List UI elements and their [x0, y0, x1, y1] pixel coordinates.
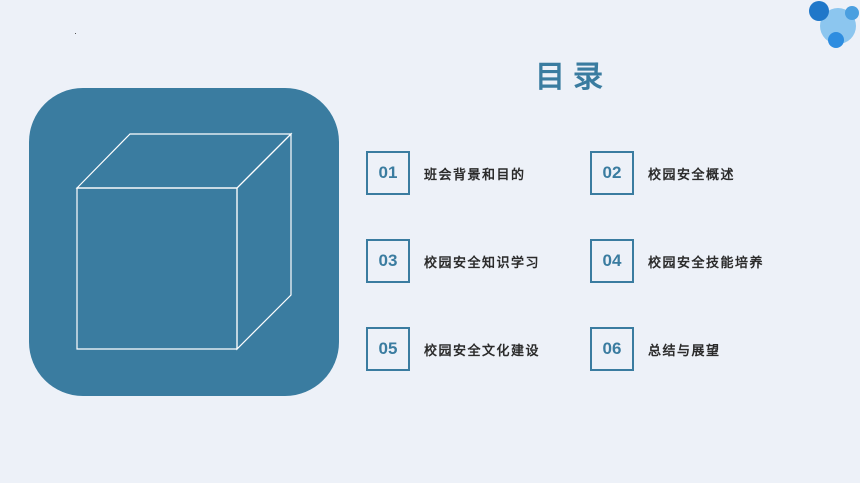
toc-number-box: 02 [590, 151, 634, 195]
toc-item-label: 总结与展望 [648, 343, 721, 359]
toc-item-04[interactable]: 04 校园安全技能培养 [590, 238, 764, 284]
toc-item-label: 校园安全技能培养 [648, 255, 765, 271]
bubble-dark [809, 1, 829, 21]
toc-item-06[interactable]: 06 总结与展望 [590, 326, 721, 372]
toc-number-box: 06 [590, 327, 634, 371]
bubbles-decoration-icon [800, 0, 860, 60]
cube-outline-icon [75, 132, 293, 351]
toc-item-03[interactable]: 03 校园安全知识学习 [366, 238, 540, 284]
bubble-mid [845, 6, 859, 20]
toc-item-02[interactable]: 02 校园安全概述 [590, 150, 735, 196]
toc-item-label: 校园安全文化建设 [424, 343, 541, 359]
toc-number-box: 04 [590, 239, 634, 283]
page-title: 目录 [535, 60, 611, 95]
toc-item-label: 校园安全知识学习 [424, 255, 541, 271]
toc-number-box: 05 [366, 327, 410, 371]
dot-mark [75, 33, 76, 34]
toc-item-05[interactable]: 05 校园安全文化建设 [366, 326, 540, 372]
cube-panel [29, 88, 339, 396]
toc-number-box: 01 [366, 151, 410, 195]
toc-item-label: 校园安全概述 [648, 167, 736, 183]
toc-item-label: 班会背景和目的 [424, 167, 526, 183]
toc-item-01[interactable]: 01 班会背景和目的 [366, 150, 526, 196]
bubble-small [828, 32, 844, 48]
toc-number-box: 03 [366, 239, 410, 283]
